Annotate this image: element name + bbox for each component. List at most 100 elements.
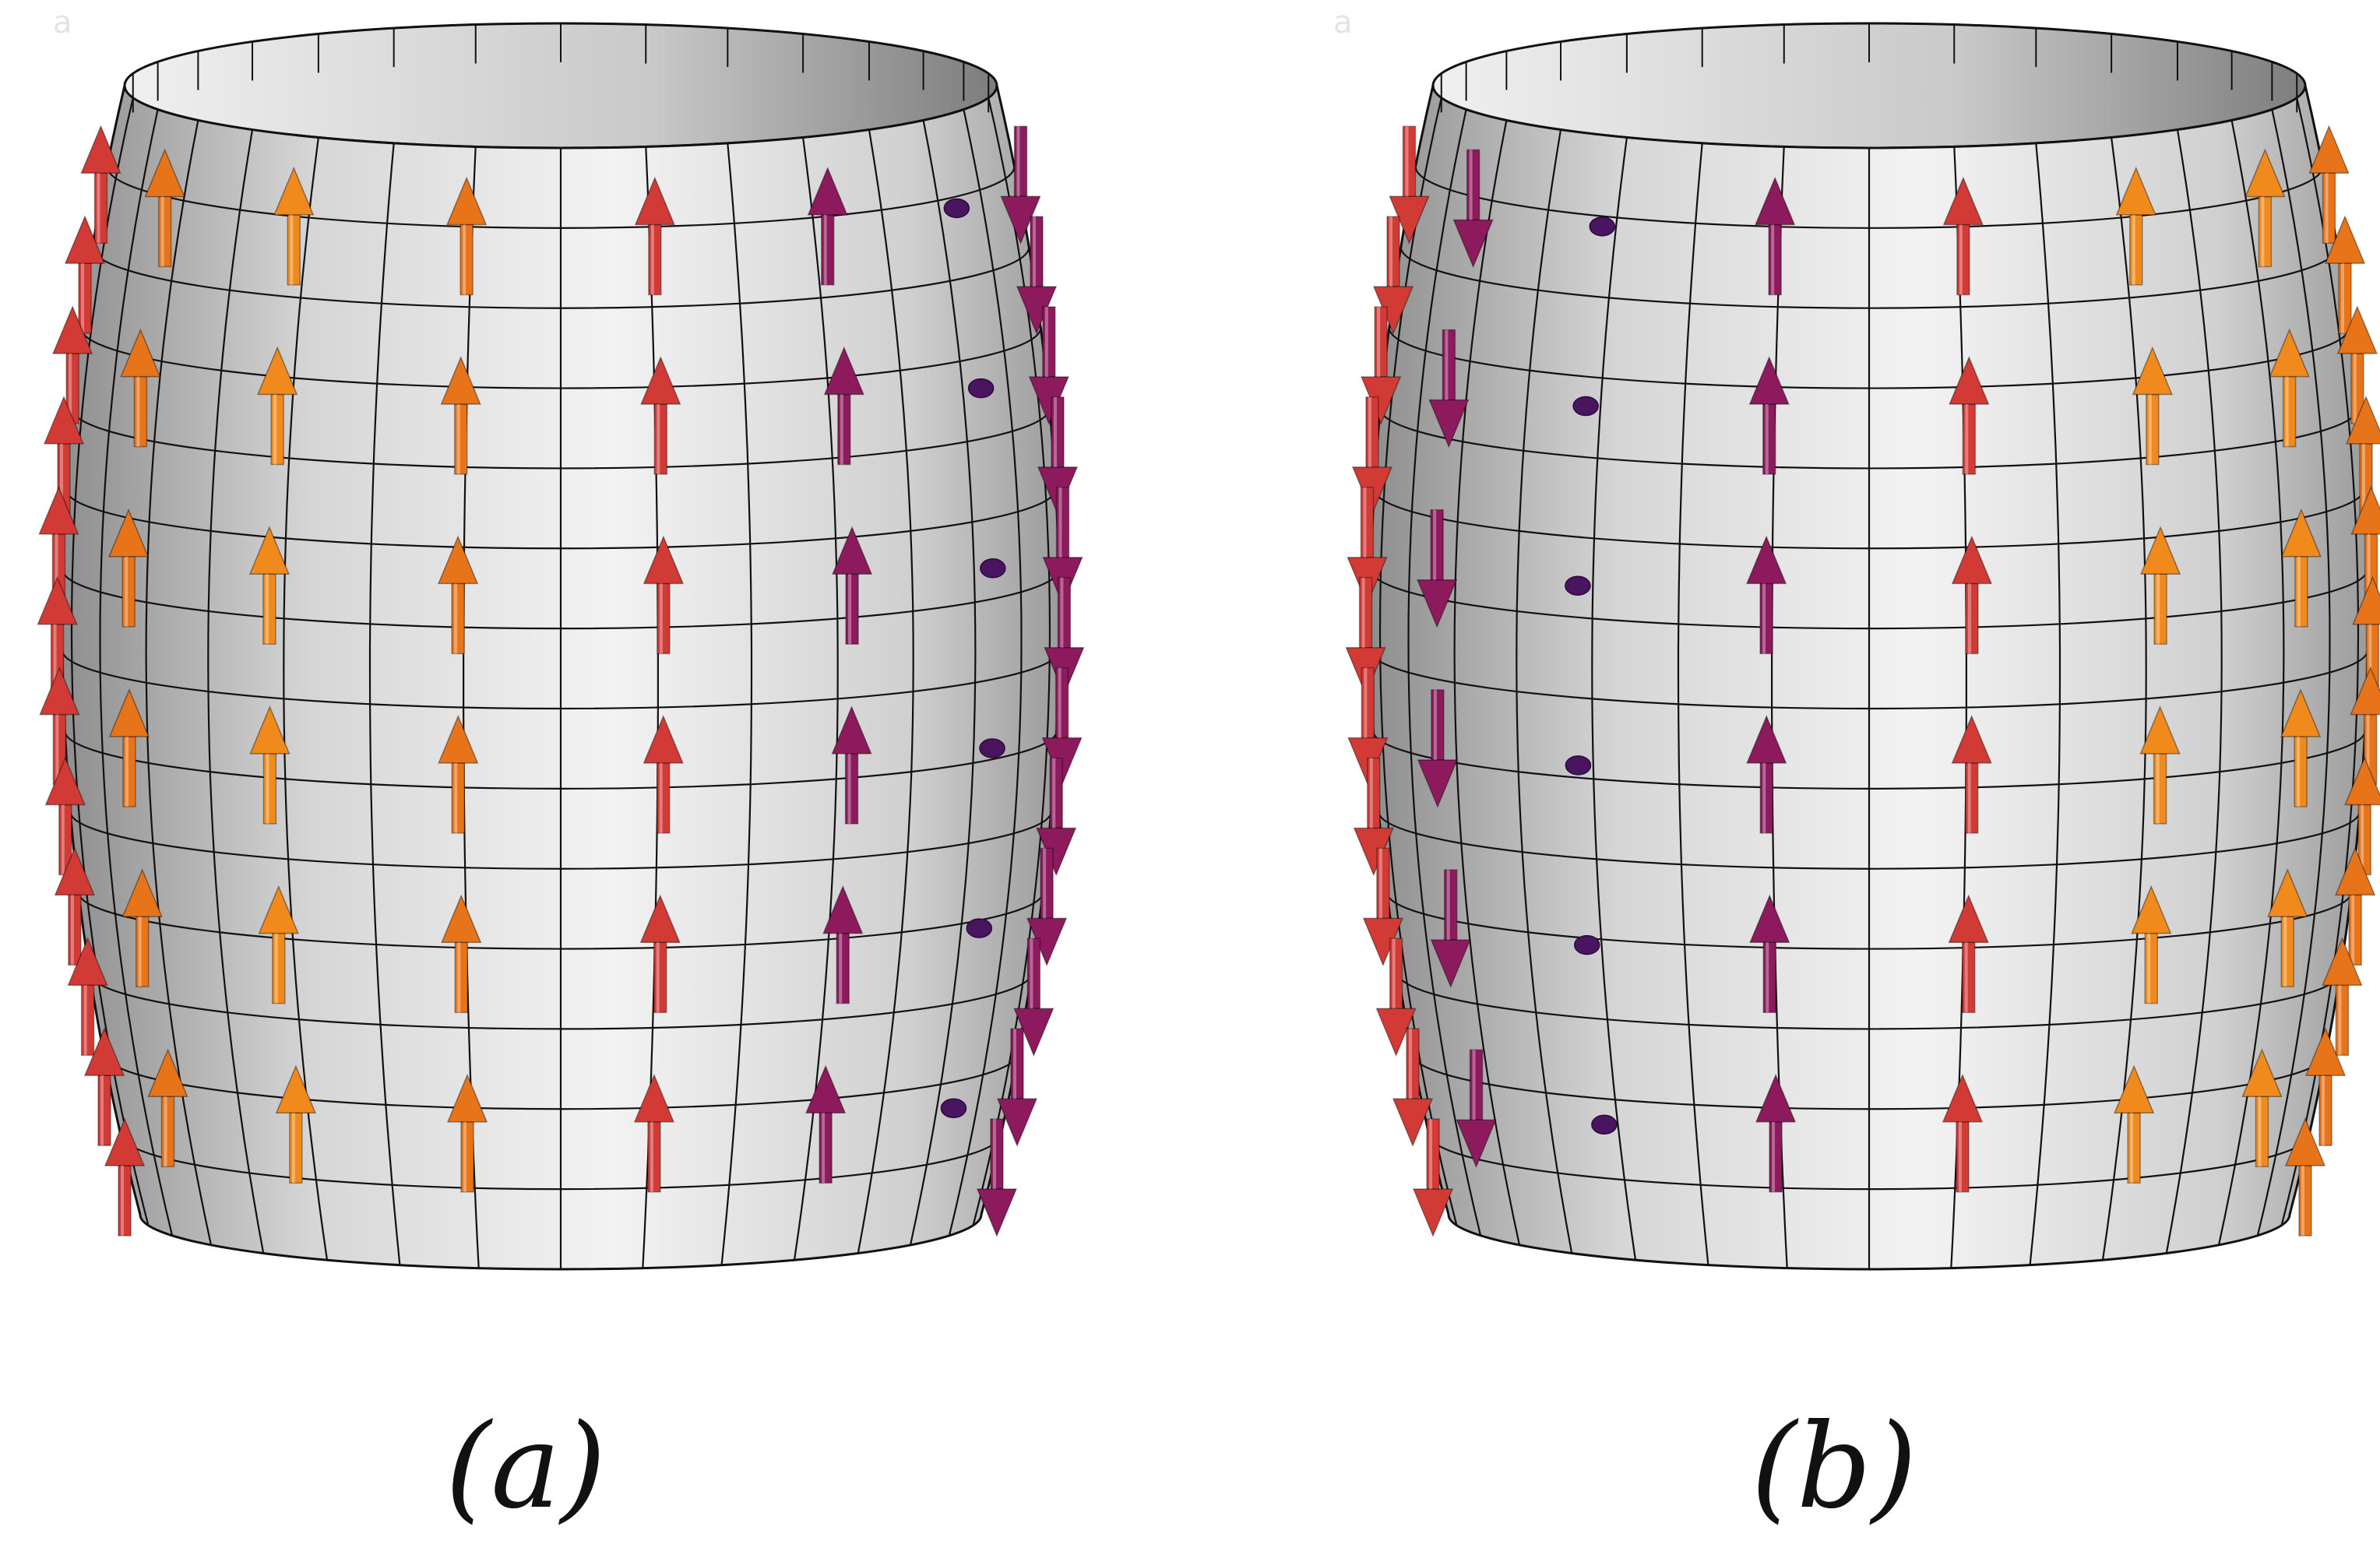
vector-arrow: [976, 1118, 1018, 1237]
vector-arrow: [2304, 1027, 2347, 1146]
grid-meridian: [145, 120, 213, 1246]
grid-meridian: [793, 137, 839, 1261]
vector-arrow: [80, 125, 121, 245]
vector-arrow: [2280, 508, 2322, 628]
panel-a: a (a): [37, 5, 1085, 1535]
vector-dot: [1591, 1114, 1618, 1135]
grid-meridian: [642, 146, 659, 1268]
vector-dot: [979, 738, 1005, 758]
vector-dot: [1565, 575, 1591, 596]
vector-arrow: [108, 688, 150, 807]
vector-arrow: [104, 1117, 146, 1237]
vector-arrow: [2280, 688, 2322, 807]
grid-meridian: [283, 137, 329, 1261]
grid-meridian: [2217, 120, 2285, 1246]
vector-arrow: [2267, 868, 2308, 987]
vector-arrow: [437, 535, 479, 655]
barrel-surface: [1369, 22, 2369, 1271]
vector-arrow: [2344, 756, 2380, 876]
vector-arrow: [1755, 1073, 1797, 1193]
vector-arrow: [248, 526, 290, 645]
vector-dot: [943, 198, 970, 219]
vector-arrow: [257, 346, 298, 466]
vector-arrow: [2322, 937, 2363, 1056]
vector-arrow: [2352, 575, 2380, 695]
vector-arrow: [2336, 305, 2378, 424]
vector-arrow: [639, 894, 681, 1014]
vector-dot: [1572, 396, 1599, 417]
vector-arrow: [1362, 847, 1404, 967]
vector-dot: [940, 1098, 967, 1119]
panel-label-a: (a): [445, 1399, 606, 1535]
grid-meridian: [909, 120, 977, 1246]
corner-mark: a: [53, 5, 72, 40]
vector-arrow: [643, 714, 684, 834]
vector-arrow: [44, 756, 86, 876]
vector-arrow: [1951, 535, 1993, 655]
vector-dot: [966, 918, 993, 938]
vector-arrow: [823, 346, 864, 466]
vector-arrow: [2324, 215, 2366, 334]
vector-dot: [980, 558, 1006, 579]
vector-arrow: [2244, 148, 2286, 268]
vector-arrow: [440, 356, 481, 475]
vector-arrow: [147, 1048, 188, 1168]
grid-meridian: [2256, 109, 2331, 1237]
grid-meridian: [99, 109, 174, 1237]
barrel-surface: [61, 22, 1061, 1271]
vector-arrow: [807, 166, 848, 286]
vector-arrow: [54, 846, 96, 966]
vector-arrow: [1375, 938, 1417, 1057]
vector-arrow: [2284, 1117, 2326, 1237]
vector-arrow: [1949, 356, 1990, 475]
grid-meridian: [2101, 137, 2147, 1261]
vector-arrow: [108, 508, 150, 628]
grid-meridian: [1950, 146, 1967, 1268]
grid-meridian: [2029, 142, 2061, 1265]
vector-arrow: [640, 356, 681, 475]
vector-arrow: [1942, 176, 1984, 296]
vector-arrow: [120, 328, 161, 448]
vector-dot: [1589, 216, 1616, 237]
vector-arrow: [1036, 757, 1077, 877]
vector-arrow: [1013, 938, 1054, 1057]
vector-arrow: [831, 705, 872, 825]
vector-arrow: [2241, 1048, 2283, 1168]
vector-arrow: [1430, 869, 1471, 989]
vector-arrow: [1748, 356, 1790, 475]
vector-arrow: [1026, 847, 1068, 967]
grid-meridian: [2165, 129, 2223, 1254]
vector-dot: [967, 378, 995, 399]
vector-arrow: [2115, 166, 2156, 286]
vector-arrow: [2308, 125, 2350, 245]
vector-arrow: [121, 868, 163, 987]
vector-arrow: [1417, 689, 1459, 808]
vector-arrow: [438, 714, 479, 834]
grid-meridian: [948, 109, 1023, 1237]
vector-arrow: [83, 1027, 125, 1146]
grid-meridian: [1591, 137, 1637, 1261]
vector-arrow: [2139, 705, 2181, 825]
panel-label-b: (b): [1751, 1399, 1917, 1535]
vector-arrow: [273, 166, 315, 286]
vector-arrow: [67, 937, 108, 1056]
vector-arrow: [446, 1073, 488, 1193]
vector-arrow: [1942, 1073, 1984, 1193]
vector-arrow: [2132, 346, 2173, 466]
vector-arrow: [2131, 885, 2172, 1004]
vector-arrow: [1456, 1049, 1497, 1169]
vector-arrow: [2269, 328, 2310, 448]
grid-meridian: [368, 142, 401, 1265]
grid-meridian: [1516, 129, 1573, 1254]
vector-arrow: [1412, 1118, 1454, 1237]
vector-arrow: [1746, 714, 1787, 834]
vector-arrow: [446, 176, 488, 296]
vector-arrow: [633, 1073, 675, 1193]
vector-arrow: [1755, 176, 1796, 296]
vector-arrow: [634, 176, 675, 296]
panel-b: a (b): [1333, 5, 2380, 1535]
grid-meridian: [1407, 109, 1482, 1237]
vector-arrow: [1948, 894, 1989, 1014]
vector-arrow: [249, 705, 290, 825]
grid-meridian: [1771, 146, 1788, 1268]
